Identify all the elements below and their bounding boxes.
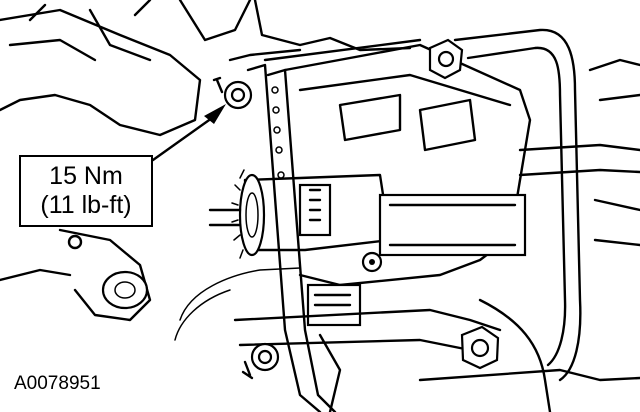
right-tube-assembly <box>453 28 640 382</box>
torque-metric-label: 15 Nm <box>49 162 123 191</box>
torque-callout: 15 Nm (11 lb-ft) <box>19 155 153 227</box>
upper-left-housing <box>0 0 252 137</box>
electrical-connector <box>174 267 362 341</box>
bolt-top-right <box>428 38 464 80</box>
bolt-bottom-left <box>241 342 280 380</box>
upper-frame <box>228 0 422 62</box>
bolt-bottom-right <box>460 325 500 370</box>
lower-left-mount <box>0 228 152 322</box>
figure-id-label: A0078951 <box>14 373 101 394</box>
callout-leader <box>151 104 226 162</box>
left-bracket-plate <box>246 63 337 412</box>
actuator-motor <box>208 169 527 273</box>
torque-imperial-label: (11 lb-ft) <box>40 191 132 219</box>
bolt-top-left <box>212 76 253 110</box>
lower-frame <box>233 298 640 412</box>
